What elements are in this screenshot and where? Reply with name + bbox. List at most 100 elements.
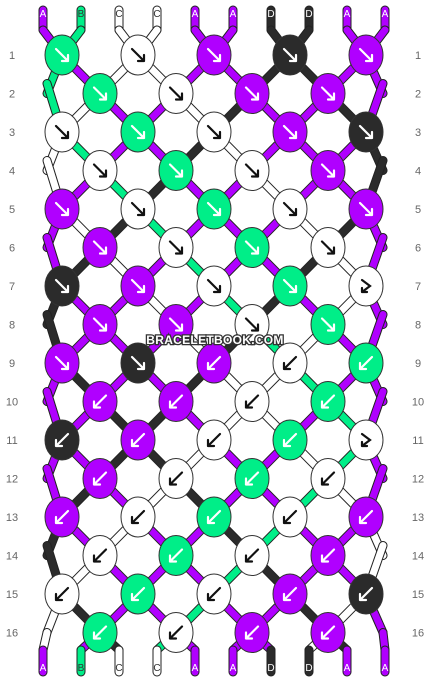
knot-r11-k4 xyxy=(272,419,308,461)
knot-r3-k2 xyxy=(120,111,156,153)
knot-arrow-icon xyxy=(282,124,298,140)
knot-r5-k5 xyxy=(348,188,384,230)
knot-r16-k4 xyxy=(310,612,346,653)
row-number-left: 12 xyxy=(6,474,18,486)
knot-arrow-icon xyxy=(206,47,222,63)
knot-arrow-icon xyxy=(244,163,260,178)
knot-arrow-icon xyxy=(168,625,184,640)
knot-arrow-icon xyxy=(244,394,260,409)
knot-r13-k3 xyxy=(196,496,232,538)
top-string-letter: A xyxy=(40,9,47,20)
row-number-left: 10 xyxy=(6,397,18,409)
knot-r8-k2 xyxy=(158,304,194,345)
knot-arrow-icon xyxy=(206,355,222,371)
knot-arrow-icon xyxy=(206,201,222,217)
knot-r4-k4 xyxy=(310,150,346,191)
knot-r12-k4 xyxy=(310,458,346,499)
knot-arrow-icon xyxy=(168,471,184,486)
knot-arrow-icon xyxy=(320,163,336,178)
knot-arrow-icon xyxy=(282,47,298,63)
knot-arrow-icon xyxy=(130,355,146,371)
knot-arrow-icon xyxy=(92,86,108,101)
knot-r1-k5 xyxy=(348,34,384,76)
bottom-string-letter: A xyxy=(230,663,237,674)
knot-arrow-icon xyxy=(358,586,374,602)
knot-arrow-icon xyxy=(244,471,260,486)
knot-r6-k2 xyxy=(158,227,194,268)
knot-arrow-icon xyxy=(168,317,184,332)
knot-r10-k1 xyxy=(82,381,118,422)
row-number-right: 3 xyxy=(415,127,421,139)
knot-arrow-icon xyxy=(92,394,108,409)
knot-arrow-icon xyxy=(320,548,336,563)
knot-r16-k1 xyxy=(82,612,118,653)
knot-layer xyxy=(44,34,384,653)
knot-r3-k1 xyxy=(44,111,80,153)
knot-arrow-icon xyxy=(92,548,108,563)
knot-r6-k4 xyxy=(310,227,346,268)
top-string-letter: A xyxy=(344,9,351,20)
knot-r4-k1 xyxy=(82,150,118,191)
row-number-left: 3 xyxy=(9,127,15,139)
knot-arrow-icon xyxy=(358,201,374,217)
knot-r7-k3 xyxy=(196,265,232,307)
row-number-right: 1 xyxy=(415,50,421,62)
knot-r2-k2 xyxy=(158,73,194,114)
knot-r2-k1 xyxy=(82,73,118,114)
row-number-left: 14 xyxy=(6,551,18,563)
bottom-string-letter: D xyxy=(267,663,274,674)
row-number-right: 16 xyxy=(412,628,424,640)
knot-arrow-icon xyxy=(54,47,70,63)
knot-r5-k4 xyxy=(272,188,308,230)
row-number-right: 8 xyxy=(415,320,421,332)
knot-arrow-icon xyxy=(320,471,336,486)
knot-r14-k4 xyxy=(310,535,346,576)
knot-r12-k2 xyxy=(158,458,194,499)
row-number-right: 13 xyxy=(412,512,424,524)
row-number-right: 12 xyxy=(412,474,424,486)
knot-r11-k1 xyxy=(44,419,80,461)
row-number-left: 7 xyxy=(9,281,15,293)
knot-arrow-icon xyxy=(358,509,374,525)
row-number-left: 9 xyxy=(9,358,15,370)
knot-arrow-icon xyxy=(130,124,146,140)
knot-r7-k5 xyxy=(348,265,384,307)
knot-r9-k2 xyxy=(120,342,156,384)
row-number-right: 7 xyxy=(415,281,421,293)
knot-arrow-icon xyxy=(244,86,260,101)
row-number-right: 4 xyxy=(415,166,421,178)
top-string-letter: D xyxy=(267,9,274,20)
knot-arrow-icon xyxy=(92,625,108,640)
knot-arrow-icon xyxy=(282,355,298,371)
knot-r2-k3 xyxy=(234,73,270,114)
knot-r16-k3 xyxy=(234,612,270,653)
knot-r16-k2 xyxy=(158,612,194,653)
knot-arrow-icon xyxy=(206,124,222,140)
bottom-string-letter: D xyxy=(305,663,312,674)
knot-arrow-icon xyxy=(92,163,108,178)
knot-arrow-icon xyxy=(358,124,374,140)
top-string-letter: C xyxy=(115,9,122,20)
knot-arrow-icon xyxy=(358,355,374,371)
row-number-right: 6 xyxy=(415,243,421,255)
knot-arrow-icon xyxy=(92,317,108,332)
knot-arrow-icon xyxy=(130,432,146,448)
knot-arrow-icon xyxy=(54,586,70,602)
knot-r5-k2 xyxy=(120,188,156,230)
knot-arrow-icon xyxy=(168,240,184,255)
knot-arrow-icon xyxy=(244,548,260,563)
row-number-left: 2 xyxy=(9,89,15,101)
top-string-letter: A xyxy=(230,9,237,20)
knot-r11-k3 xyxy=(196,419,232,461)
knot-arrow-icon xyxy=(168,163,184,178)
row-number-right: 2 xyxy=(415,89,421,101)
bottom-string-letter: C xyxy=(153,663,160,674)
knot-r3-k5 xyxy=(348,111,384,153)
bottom-string-letter: A xyxy=(344,663,351,674)
knot-arrow-icon xyxy=(168,86,184,101)
knot-arrow-icon xyxy=(130,586,146,602)
knot-arrow-icon xyxy=(244,317,260,332)
knot-r11-k5 xyxy=(348,419,384,461)
